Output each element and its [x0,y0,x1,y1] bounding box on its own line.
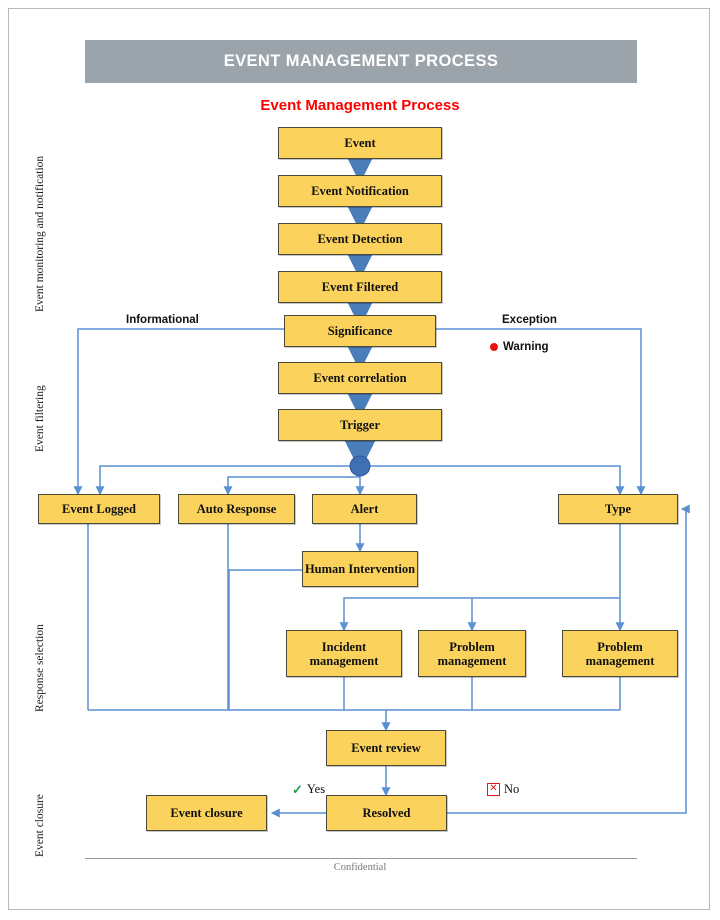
node-event-notification[interactable]: Event Notification [278,175,442,207]
node-problem-management-1[interactable]: Problem management [418,630,526,677]
node-event-filtered[interactable]: Event Filtered [278,271,442,303]
node-alert[interactable]: Alert [312,494,417,524]
node-significance[interactable]: Significance [284,315,436,347]
node-type[interactable]: Type [558,494,678,524]
node-event-detection[interactable]: Event Detection [278,223,442,255]
diagram-subtitle: Event Management Process [260,97,460,114]
warning-label: Warning [503,341,549,353]
page-border [8,8,710,910]
node-human-intervention[interactable]: Human Intervention [302,551,418,587]
node-event-review[interactable]: Event review [326,730,446,766]
check-icon: ✓ [292,782,303,797]
node-event[interactable]: Event [278,127,442,159]
footer-divider [85,858,637,859]
yes-label: Yes [306,782,326,796]
node-event-correlation[interactable]: Event correlation [278,362,442,394]
footer-text: Confidential [333,862,387,873]
warning-legend: Warning [490,341,549,353]
edge-label-informational: Informational [126,314,199,326]
node-incident-management[interactable]: Incident management [286,630,402,677]
cross-box-icon: ✕ [487,783,500,796]
node-auto-response[interactable]: Auto Response [178,494,295,524]
swimlane-label-monitoring: Event monitoring and notification [34,155,46,312]
node-problem-management-2[interactable]: Problem management [562,630,678,677]
no-label: No [504,782,520,796]
warning-dot-icon [490,343,498,351]
page-title: EVENT MANAGEMENT PROCESS [223,52,499,70]
decision-label-yes: ✓ Yes [292,782,325,797]
edge-label-exception: Exception [502,314,557,326]
node-resolved[interactable]: Resolved [326,795,447,831]
swimlane-label-closure: Event closure [34,794,46,857]
node-trigger[interactable]: Trigger [278,409,442,441]
swimlane-label-filtering: Event filtering [34,385,46,452]
header-banner: EVENT MANAGEMENT PROCESS [85,40,637,83]
node-event-closure[interactable]: Event closure [146,795,267,831]
decision-label-no: ✕ No [487,782,519,797]
swimlane-label-response: Response selection [34,624,46,712]
node-event-logged[interactable]: Event Logged [38,494,160,524]
